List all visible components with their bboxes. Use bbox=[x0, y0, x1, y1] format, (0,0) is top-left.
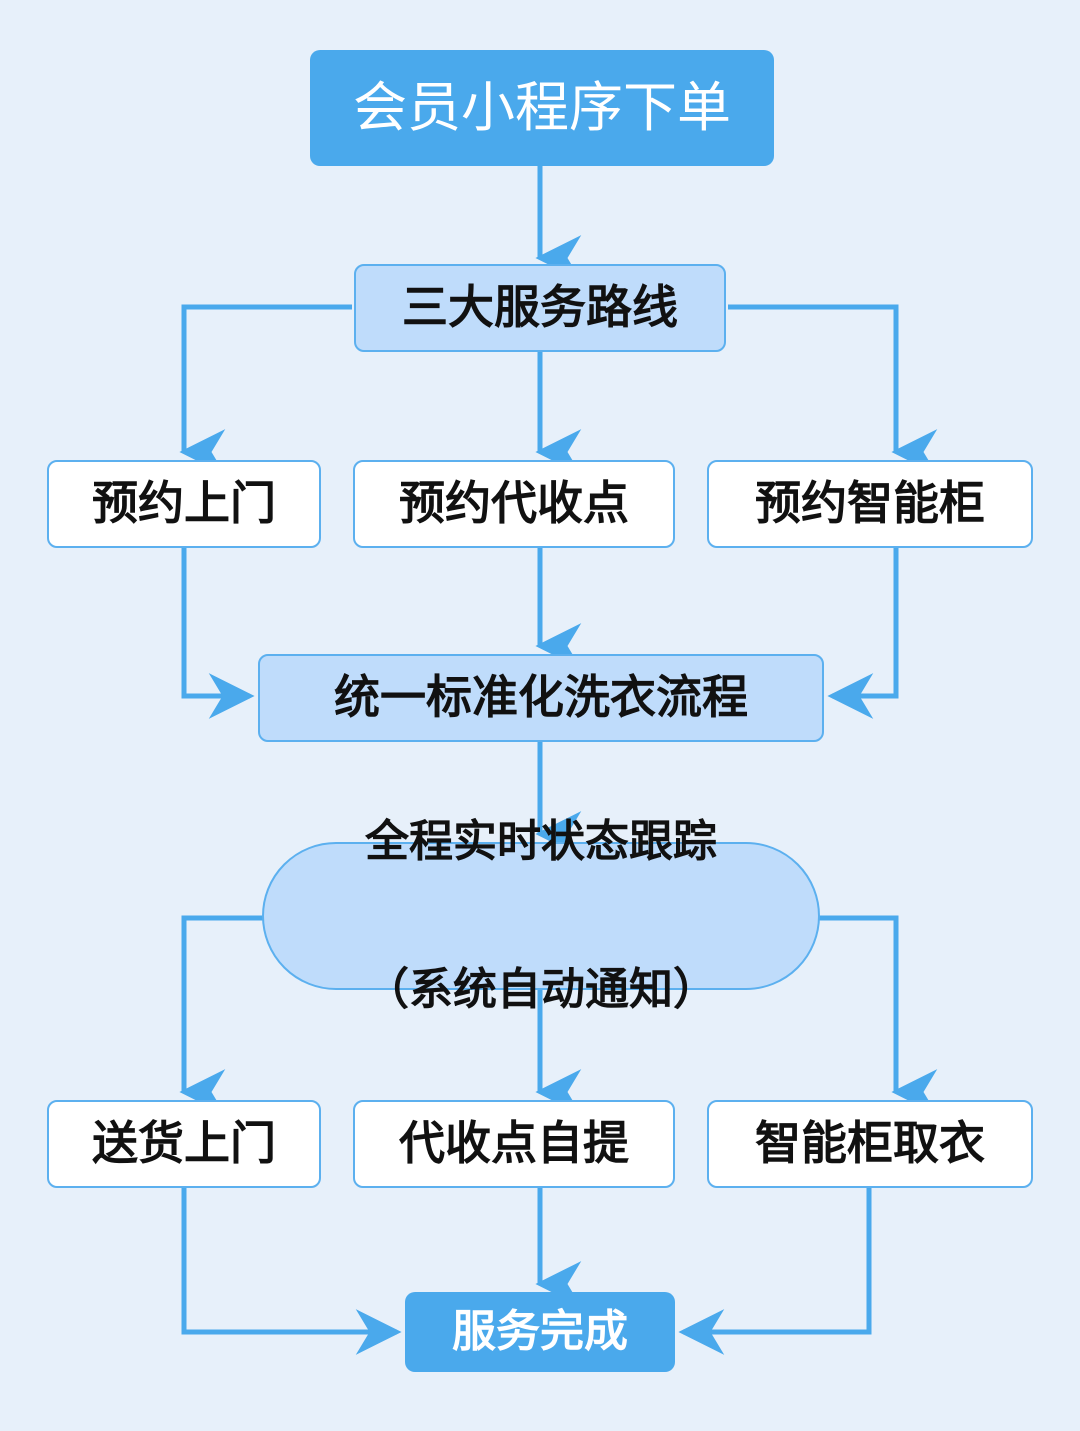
node-three-service-routes[interactable]: 三大服务路线 bbox=[354, 264, 726, 352]
node-home-delivery[interactable]: 送货上门 bbox=[47, 1100, 321, 1188]
node-label: 预约上门 bbox=[92, 477, 276, 530]
node-collection-point-selfpickup[interactable]: 代收点自提 bbox=[353, 1100, 675, 1188]
edge-tracking-to-lockerget bbox=[818, 915, 938, 1115]
node-label: 三大服务路线 bbox=[402, 281, 678, 334]
edge-deliver-to-done bbox=[181, 1188, 402, 1355]
node-label: 智能柜取衣 bbox=[755, 1117, 985, 1170]
node-label-block: 全程实时状态跟踪 （系统自动通知） bbox=[365, 719, 717, 1113]
node-member-miniprogram-order[interactable]: 会员小程序下单 bbox=[310, 50, 774, 166]
node-book-smart-locker[interactable]: 预约智能柜 bbox=[707, 460, 1033, 548]
node-standardized-laundry-process[interactable]: 统一标准化洗衣流程 bbox=[258, 654, 824, 742]
node-label: 预约智能柜 bbox=[755, 477, 985, 530]
node-smart-locker-retrieval[interactable]: 智能柜取衣 bbox=[707, 1100, 1033, 1188]
node-label-line2: （系统自动通知） bbox=[365, 965, 717, 1015]
node-label: 送货上门 bbox=[92, 1117, 276, 1170]
edge-routes-to-locker bbox=[728, 304, 938, 475]
node-label: 会员小程序下单 bbox=[353, 77, 731, 138]
edge-locker-to-process bbox=[827, 548, 899, 719]
edge-lockerget-to-done bbox=[678, 1188, 872, 1355]
node-label: 服务完成 bbox=[452, 1307, 628, 1357]
node-label-line1: 全程实时状态跟踪 bbox=[365, 817, 717, 867]
node-label: 统一标准化洗衣流程 bbox=[334, 671, 748, 724]
edge-door-to-process bbox=[181, 548, 255, 719]
node-realtime-status-tracking[interactable]: 全程实时状态跟踪 （系统自动通知） bbox=[262, 817, 820, 1014]
node-label: 代收点自提 bbox=[399, 1117, 629, 1170]
edge-routes-to-door bbox=[179, 304, 352, 475]
node-book-door-pickup[interactable]: 预约上门 bbox=[47, 460, 321, 548]
edge-tracking-to-deliver bbox=[179, 915, 264, 1115]
node-label: 预约代收点 bbox=[399, 477, 629, 530]
node-book-collection-point[interactable]: 预约代收点 bbox=[353, 460, 675, 548]
node-service-complete[interactable]: 服务完成 bbox=[405, 1292, 675, 1372]
